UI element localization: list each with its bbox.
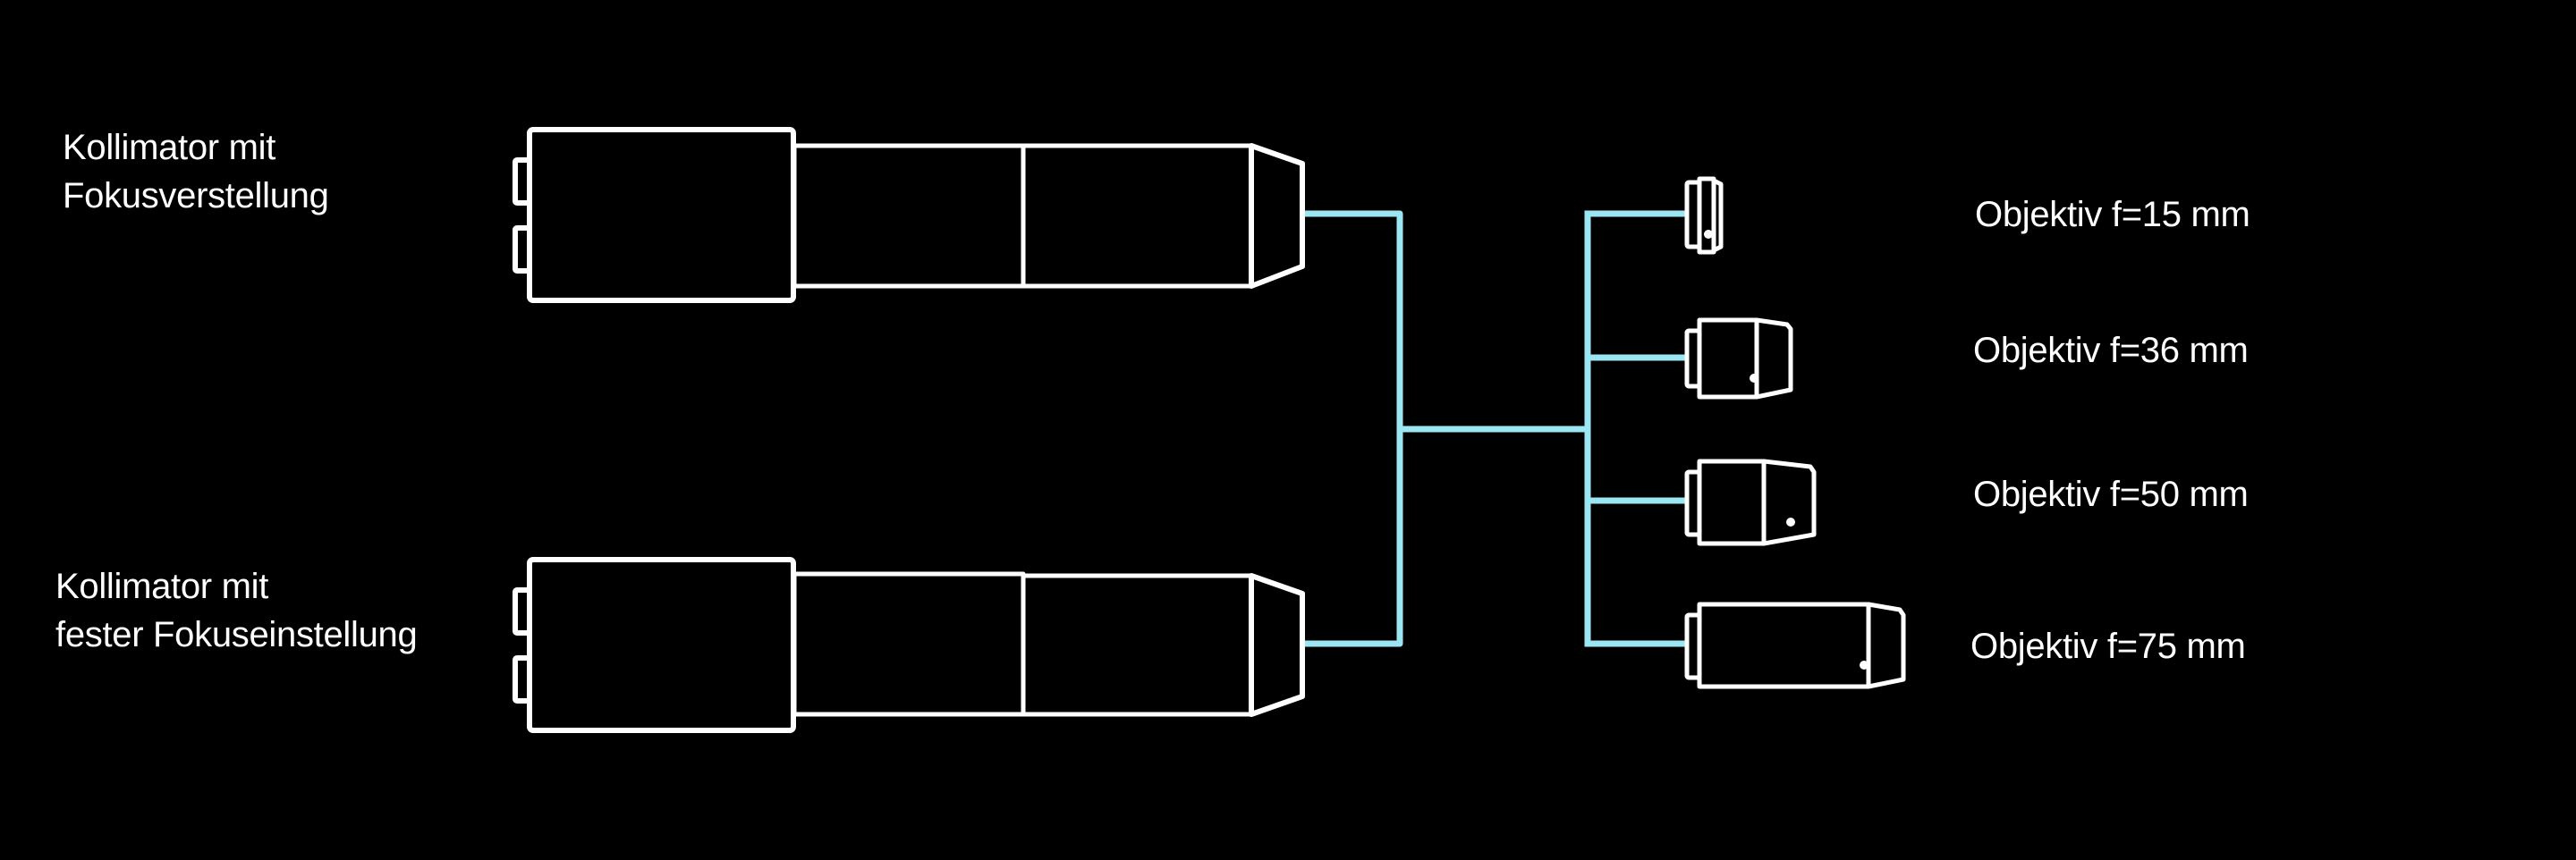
connector-network (1301, 210, 1689, 647)
lens-icon (1684, 317, 1793, 400)
wire-collimator-bottom (1301, 426, 1403, 647)
collimator-label-line: Kollimator mit (55, 567, 269, 606)
lens-label-f15: Objektiv f=15 mm (1975, 195, 2250, 234)
lens-label-f36: Objektiv f=36 mm (1973, 331, 2249, 370)
collimator-label-fixed: Kollimator mit fester Fokuseinstellung (55, 562, 418, 659)
collimator-label-line: fester Fokuseinstellung (55, 615, 418, 654)
collimator-icon (513, 127, 1305, 303)
lens-icon (1684, 459, 1817, 546)
wire-collimator-top (1301, 210, 1403, 433)
lens-icon (1684, 176, 1724, 255)
collimator-label-line: Kollimator mit (63, 128, 276, 167)
lens-label-f50: Objektiv f=50 mm (1973, 475, 2249, 514)
collimator-label-adjustable: Kollimator mit Fokusverstellung (63, 123, 329, 220)
collimator-icon (513, 557, 1305, 733)
lens-label-f75: Objektiv f=75 mm (1970, 627, 2246, 666)
lens-icon (1684, 602, 1906, 689)
collimator-label-line: Fokusverstellung (63, 176, 329, 215)
